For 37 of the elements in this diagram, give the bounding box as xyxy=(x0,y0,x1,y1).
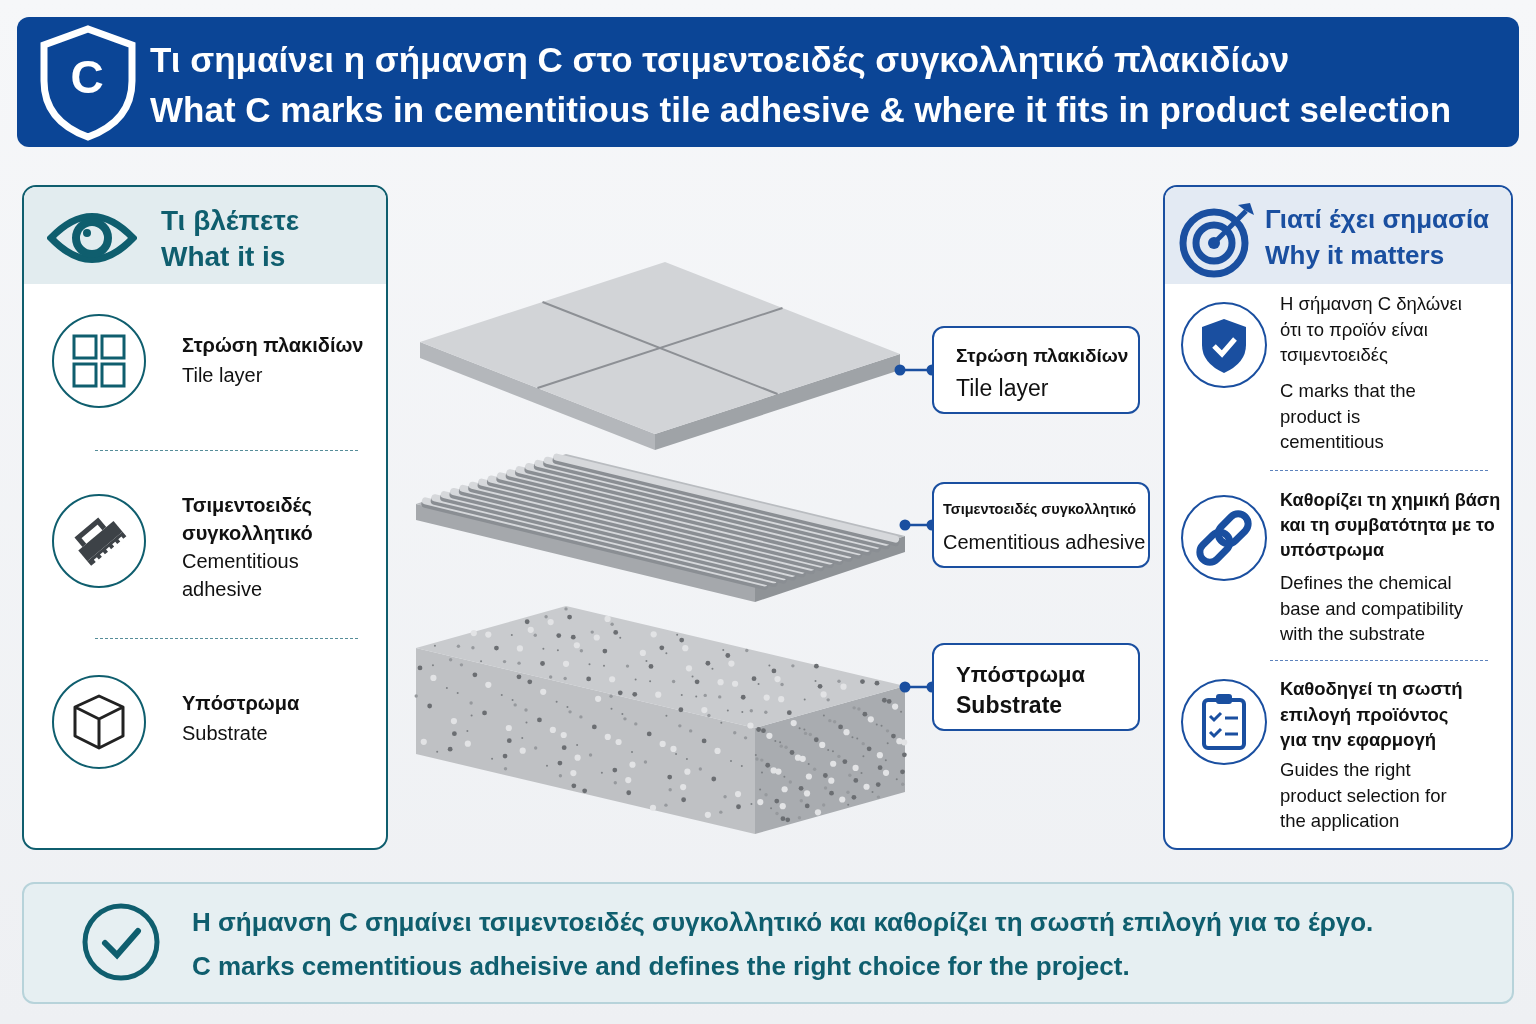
callout-label: Τσιμεντοειδές συγκολλητικό xyxy=(943,500,1137,519)
callout-label: Υπόστρωμα xyxy=(956,661,1085,689)
item-title: Η σήμανση C δηλώνει ότι το προϊόν είναι τσιμεντοειδές xyxy=(1280,292,1463,368)
title-text: What C marks in cementitious tile adhesive & where it fits in product selection xyxy=(150,89,1452,131)
item-title: Στρώση πλακιδίων xyxy=(182,333,365,358)
header-banner xyxy=(17,17,1519,147)
callout-label: Cementitious adhesive xyxy=(943,530,1146,555)
info-panel xyxy=(22,185,388,850)
summary-text: C marks cementitious adheisive and defines the right choice for the project. xyxy=(192,950,1130,983)
callout-label: Substrate xyxy=(956,691,1063,720)
panel-heading: What it is xyxy=(161,240,286,274)
callout-box xyxy=(932,643,1140,731)
item-title: Καθοδηγεί τη σωστή επιλογή προϊόντος για την εφαρμογή xyxy=(1280,677,1464,753)
adhesive-layer-drawing xyxy=(416,454,905,604)
panel-heading: Τι βλέπετε xyxy=(161,204,299,238)
badge-letter: C xyxy=(69,50,105,105)
item-title: Τσιμεντοειδές συγκολλητικό xyxy=(182,493,314,546)
summary-text: Η σήμανση C σημαίνει τσιμεντοειδές συγκολλητικό και καθορίζει τη σωστή επιλογή για το έργο. xyxy=(192,906,1374,939)
summary-banner xyxy=(22,882,1514,1004)
callout-box xyxy=(932,326,1140,414)
substrate-block-drawing xyxy=(416,606,905,834)
item-text: Substrate xyxy=(182,721,269,746)
item-text: Defines the chemical base and compatibility with the substrate xyxy=(1280,571,1465,647)
item-title: Καθορίζει τη χημική βάση και τη συμβατότητα με το υπόστρωμα xyxy=(1280,489,1502,562)
tile-layer-drawing xyxy=(420,262,900,452)
info-panel xyxy=(1163,185,1513,850)
item-text: Guides the right product selection for the application xyxy=(1280,758,1448,834)
item-text: Cementitious adhesive xyxy=(182,549,300,602)
item-text: Tile layer xyxy=(182,363,264,388)
callout-label: Tile layer xyxy=(956,374,1049,403)
item-text: C marks that the product is cementitious xyxy=(1280,379,1417,455)
item-title: Υπόστρωμα xyxy=(182,691,301,716)
callout-box xyxy=(932,482,1150,568)
callout-label: Στρώση πλακιδίων xyxy=(956,344,1129,368)
panel-heading: Γιατί έχει σημασία xyxy=(1265,203,1490,236)
panel-heading: Why it matters xyxy=(1265,239,1445,272)
title-text: Τι σημαίνει η σήμανση C στο τσιμεντοειδές συγκολλητικό πλακιδίων xyxy=(150,39,1290,81)
